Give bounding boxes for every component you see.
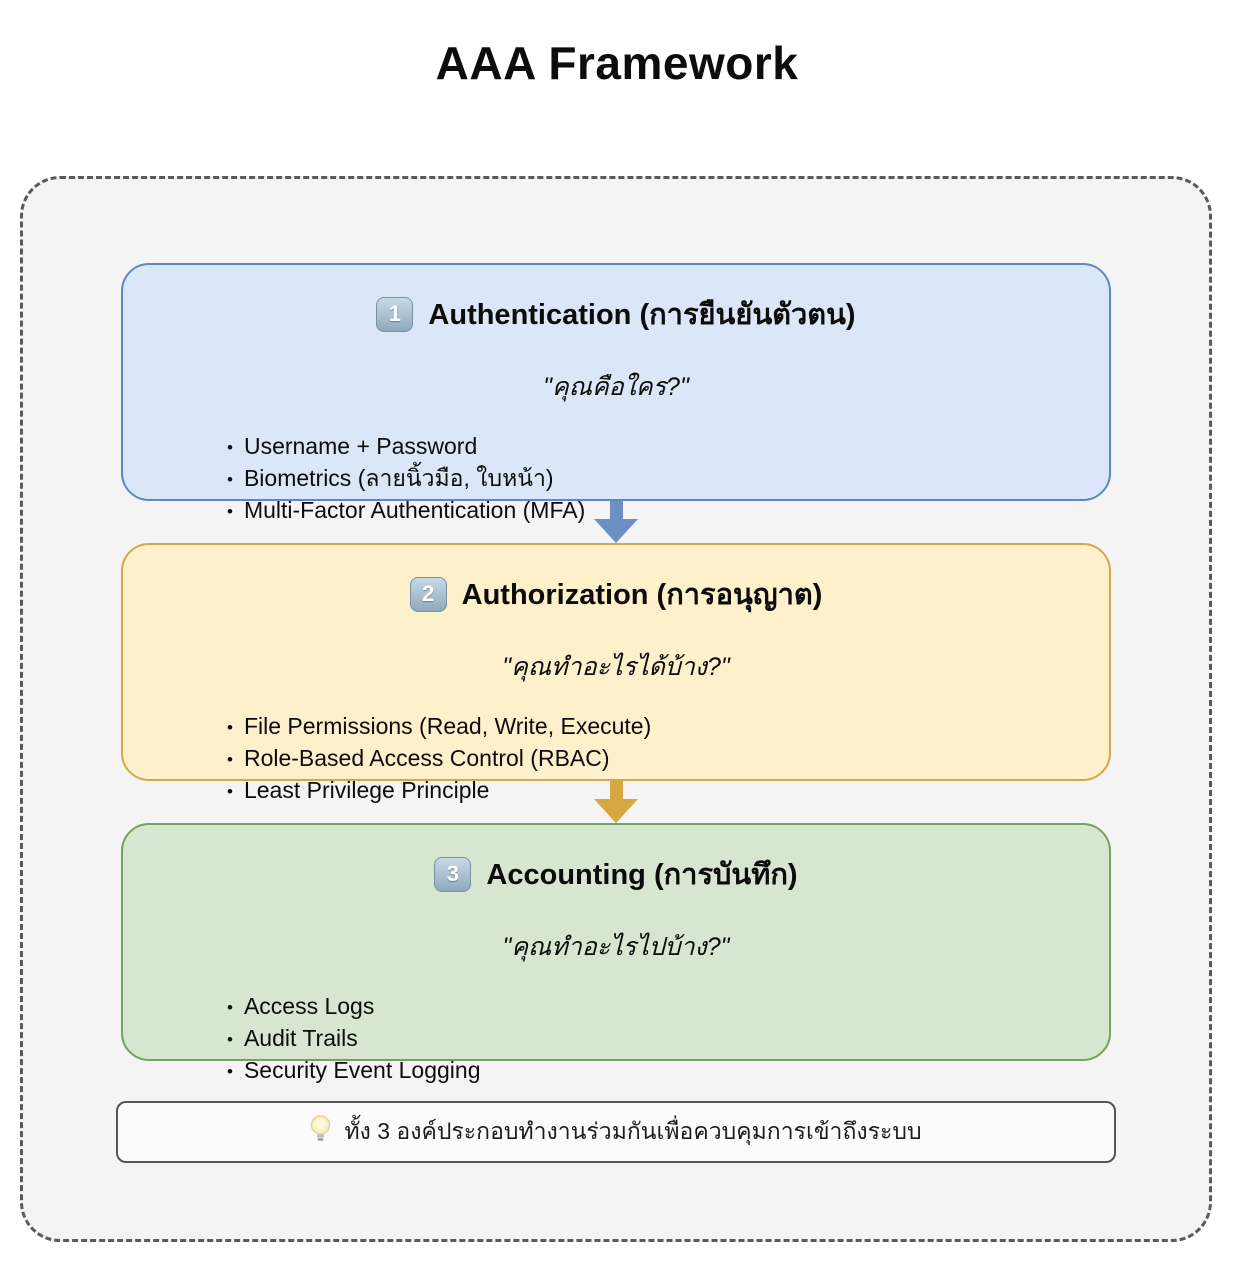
arrow-down-icon: [594, 781, 638, 823]
section-authorization-question: "คุณทำอะไรได้บ้าง?": [502, 653, 730, 681]
section-accounting: 3 Accounting (การบันทึก) "คุณทำอะไรไปบ้า…: [121, 823, 1111, 1083]
section-accounting-heading: 3 Accounting (การบันทึก): [123, 851, 1109, 897]
summary-note: ทั้ง 3 องค์ประกอบทำงานร่วมกันเพื่อควบคุม…: [116, 1101, 1116, 1163]
section-authentication-heading: 1 Authentication (การยืนยันตัวตน): [123, 291, 1109, 337]
list-item: Security Event Logging: [227, 1055, 1109, 1087]
section-authorization: 2 Authorization (การอนุญาต) "คุณทำอะไรได…: [121, 543, 1111, 803]
section-accounting-question: "คุณทำอะไรไปบ้าง?": [502, 933, 730, 961]
note-text: ทั้ง 3 องค์ประกอบทำงานร่วมกันเพื่อควบคุม…: [344, 1118, 922, 1144]
keycap-3-icon: 3: [434, 856, 472, 892]
list-item: Audit Trails: [227, 1023, 1109, 1055]
list-item: File Permissions (Read, Write, Execute): [227, 711, 1109, 743]
list-item: Biometrics (ลายนิ้วมือ, ใบหน้า): [227, 463, 1109, 495]
lightbulb-icon: [310, 1114, 331, 1150]
framework-container: 1 Authentication (การยืนยันตัวตน) "คุณคื…: [20, 176, 1212, 1242]
section-authorization-heading: 2 Authorization (การอนุญาต): [123, 571, 1109, 617]
section-heading-text: Accounting (การบันทึก): [486, 859, 798, 891]
list-item: Least Privilege Principle: [227, 775, 1109, 807]
section-accounting-items: Access Logs Audit Trails Security Event …: [123, 991, 1109, 1087]
page-title: AAA Framework: [435, 37, 799, 89]
arrow-head: [594, 799, 638, 823]
list-item: Role-Based Access Control (RBAC): [227, 743, 1109, 775]
list-item: Username + Password: [227, 431, 1109, 463]
section-authentication: 1 Authentication (การยืนยันตัวตน) "คุณคื…: [121, 263, 1111, 523]
arrow-stem: [609, 501, 623, 519]
list-item: Multi-Factor Authentication (MFA): [227, 495, 1109, 527]
section-heading-text: Authorization (การอนุญาต): [461, 579, 823, 611]
section-authentication-question: "คุณคือใคร?": [543, 373, 689, 401]
keycap-1-icon: 1: [376, 296, 414, 332]
arrow-head: [594, 519, 638, 543]
arrow-stem: [609, 781, 623, 799]
list-item: Access Logs: [227, 991, 1109, 1023]
section-authorization-items: File Permissions (Read, Write, Execute) …: [123, 711, 1109, 807]
section-authentication-items: Username + Password Biometrics (ลายนิ้วม…: [123, 431, 1109, 527]
section-heading-text: Authentication (การยืนยันตัวตน): [428, 299, 856, 331]
keycap-2-icon: 2: [409, 576, 447, 612]
arrow-down-icon: [594, 501, 638, 543]
